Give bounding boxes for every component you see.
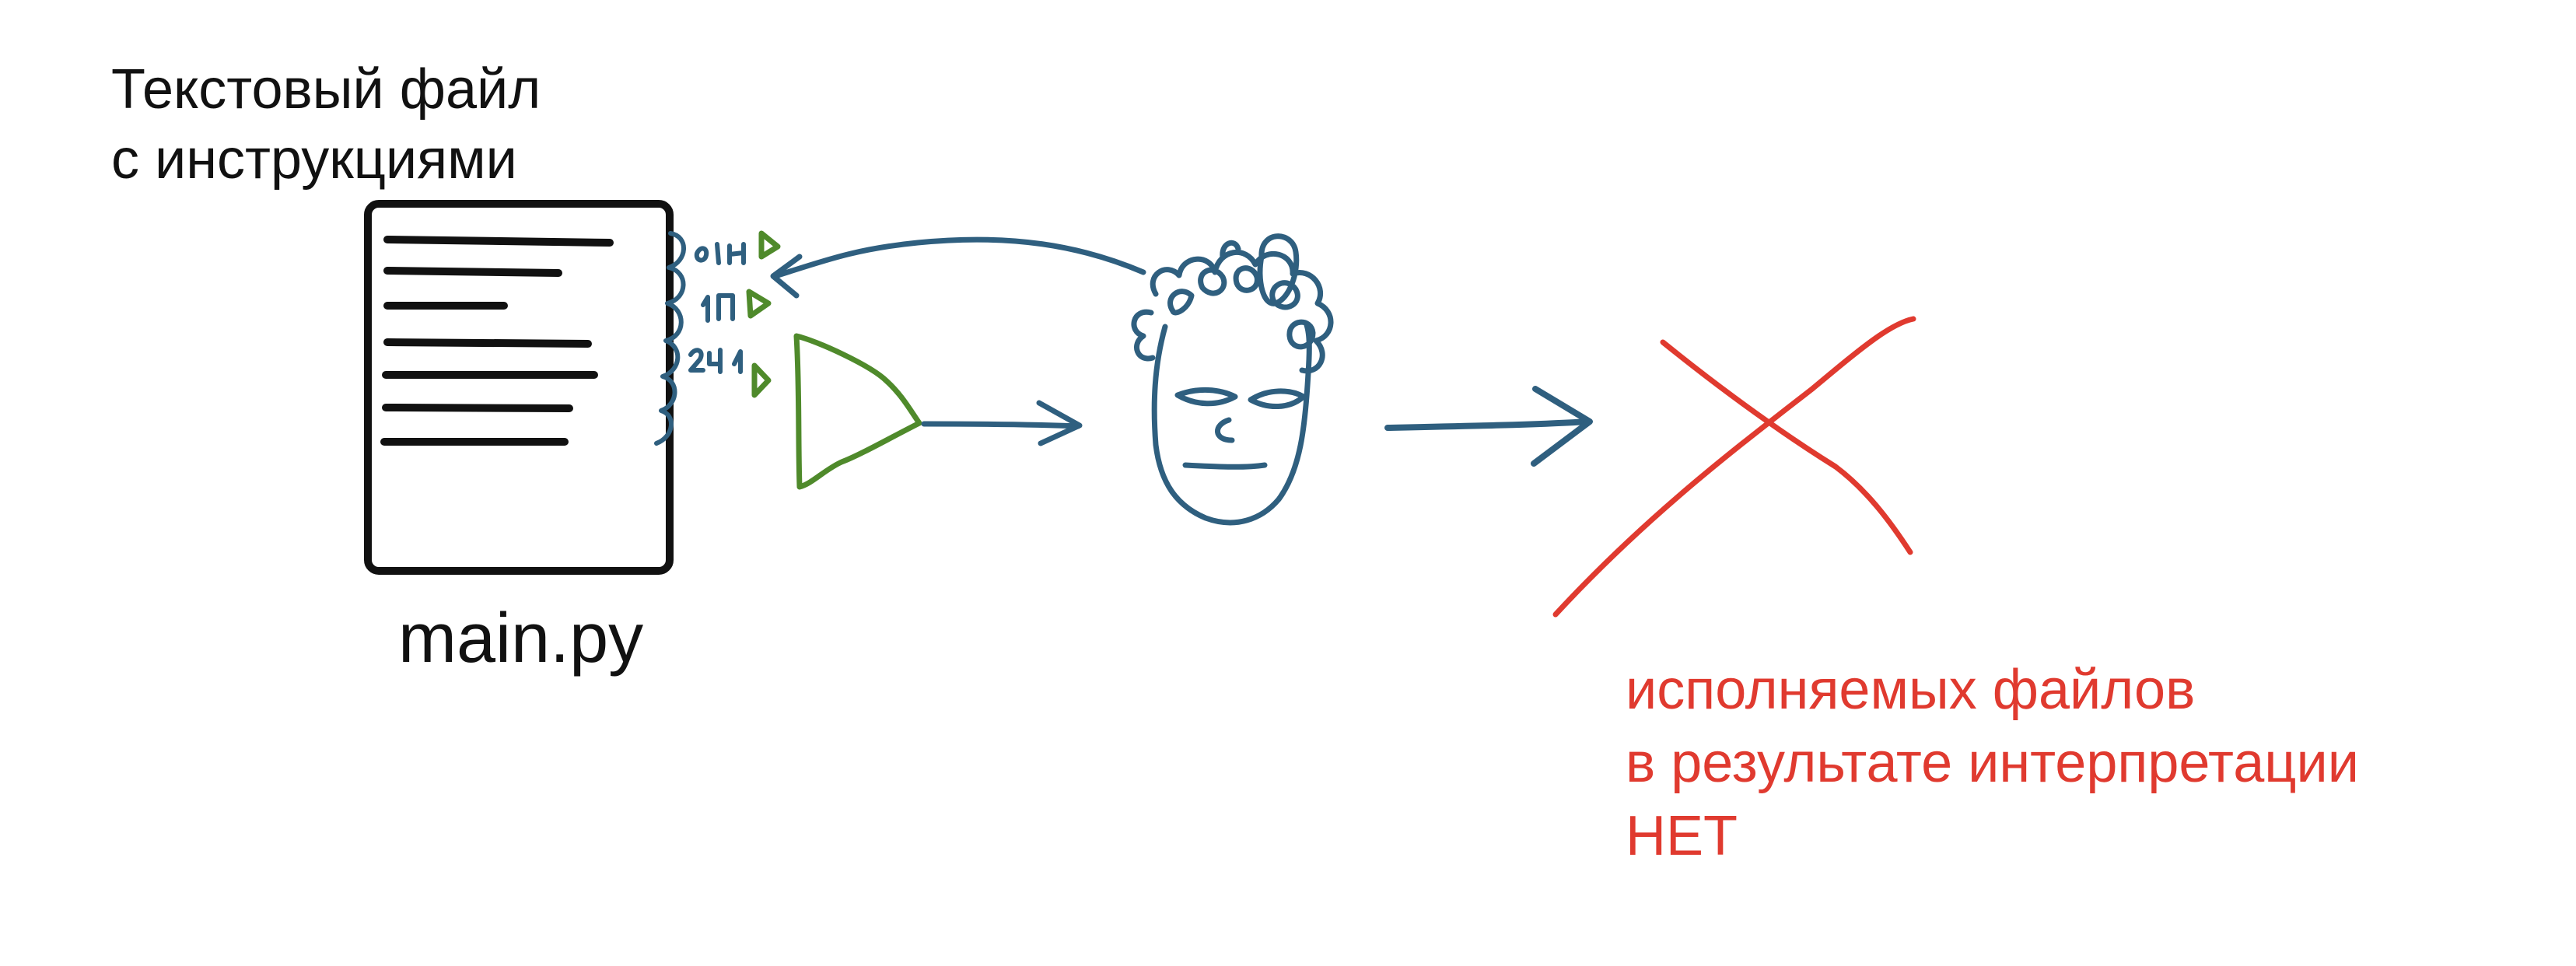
- hair-curls: [1131, 233, 1334, 374]
- cross-stroke-2: [1552, 316, 1916, 618]
- triangle-buffer-shape: [793, 333, 922, 490]
- result-caption-line-2: в результате интерпретации: [1626, 732, 2359, 794]
- triangle-buffer-icon: [793, 333, 922, 490]
- output-arrow-head-icon: [1531, 386, 1593, 467]
- feed-arrow: [921, 400, 1083, 446]
- source-file-caption-line-2: с инструкциями: [111, 128, 517, 191]
- document-page: [364, 200, 674, 575]
- bytecode-mark-1-scribble: [694, 242, 746, 265]
- document-text-line-4: [383, 338, 592, 348]
- source-file-name: main.py: [398, 600, 644, 677]
- bytecode-arrow-3-icon: [751, 362, 772, 398]
- document-icon: [364, 200, 686, 575]
- document-text-line-1: [383, 236, 614, 247]
- result-caption-line-3: НЕТ: [1626, 805, 1738, 867]
- read-arrow-head-icon: [770, 254, 803, 299]
- bytecode-marks: [688, 230, 781, 398]
- right-eye: [1248, 388, 1307, 410]
- nose: [1215, 417, 1235, 443]
- cross-stroke-1: [1660, 339, 1913, 555]
- document-text-line-2: [383, 267, 562, 277]
- source-file-caption: Текстовый файл с инструкциями: [111, 54, 541, 194]
- result-caption-line-1: исполняемых файлов: [1626, 659, 2196, 721]
- output-arrow: [1384, 386, 1593, 467]
- bytecode-mark-3-scribble: [688, 348, 743, 374]
- mouth: [1182, 462, 1268, 470]
- source-file-caption-line-1: Текстовый файл: [111, 58, 541, 121]
- read-arrow-curve: [775, 236, 1146, 278]
- feed-arrow-line: [921, 421, 1081, 429]
- bytecode-arrow-2-icon: [746, 289, 772, 319]
- interpreter-read-arrow: [770, 236, 1146, 299]
- head-outline: [1151, 322, 1312, 526]
- document-edge-scribble-icon: [654, 231, 686, 446]
- left-eye: [1174, 387, 1238, 407]
- feed-arrow-head-icon: [1036, 400, 1083, 446]
- output-arrow-line: [1384, 418, 1590, 431]
- cross-icon: [1552, 316, 1916, 618]
- bytecode-arrow-1-icon: [758, 230, 781, 260]
- bytecode-mark-2-scribble: [701, 293, 735, 323]
- interpreter-head-icon: [1131, 233, 1334, 526]
- result-caption: исполняемых файлов в результате интерпре…: [1626, 653, 2359, 873]
